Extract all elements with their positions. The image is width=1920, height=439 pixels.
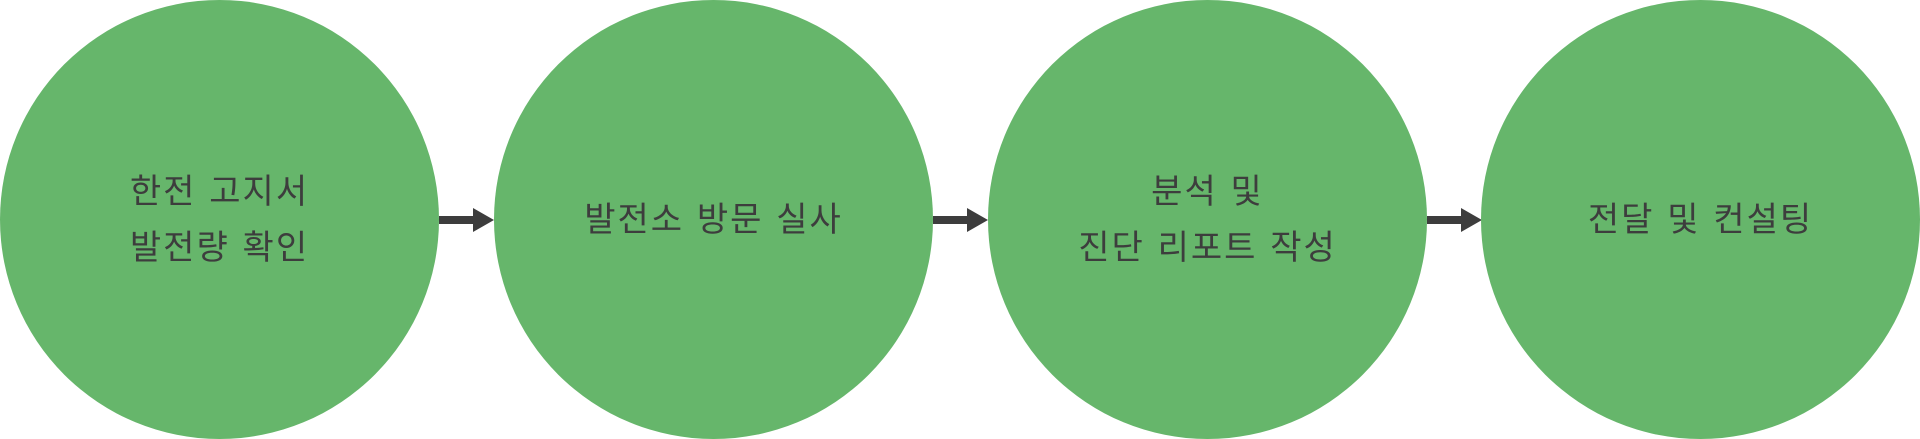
step-circle-4: 전달 및 컨설팅 xyxy=(1481,0,1920,439)
step-circle-3: 분석 및 진단 리포트 작성 xyxy=(988,0,1427,439)
step-3-line-1: 분석 및 xyxy=(1151,171,1264,212)
step-1-line-2: 발전량 확인 xyxy=(129,227,310,268)
arrow-right-icon xyxy=(1427,208,1482,232)
step-4-line-1: 전달 및 컨설팅 xyxy=(1587,199,1814,240)
step-1-line-1: 한전 고지서 xyxy=(129,171,310,212)
arrow-right-icon xyxy=(933,208,988,232)
step-3-line-2: 진단 리포트 작성 xyxy=(1078,227,1337,268)
step-circle-2: 발전소 방문 실사 xyxy=(494,0,933,439)
step-2-line-1: 발전소 방문 실사 xyxy=(584,199,843,240)
arrow-right-icon xyxy=(439,208,494,232)
step-circle-1: 한전 고지서 발전량 확인 xyxy=(0,0,439,439)
